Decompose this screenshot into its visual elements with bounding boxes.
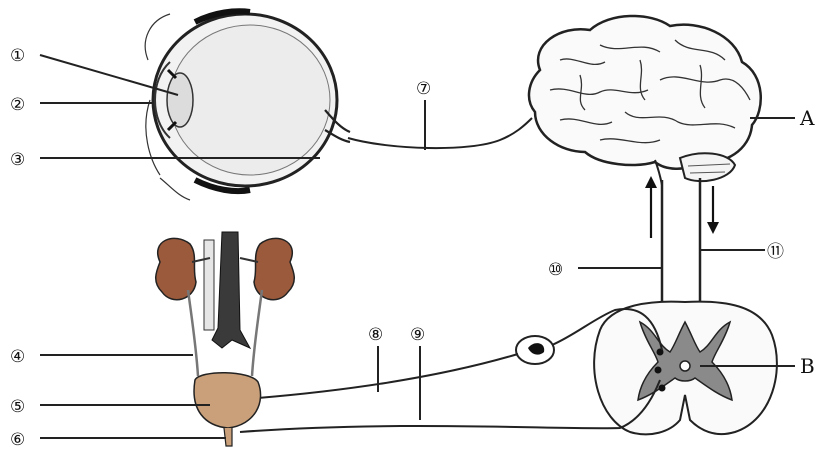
eye bbox=[145, 11, 350, 200]
bladder bbox=[194, 373, 261, 428]
label-6: ⑥ bbox=[10, 430, 25, 450]
label-4: ④ bbox=[10, 347, 25, 367]
spinal-cord-section bbox=[594, 302, 777, 435]
label-5: ⑤ bbox=[10, 397, 25, 417]
brain bbox=[529, 16, 761, 185]
aorta bbox=[212, 232, 250, 348]
neuron-dot-3 bbox=[659, 385, 666, 392]
cerebrum bbox=[529, 16, 761, 169]
label-B: B bbox=[800, 354, 815, 378]
label-9: ⑨ bbox=[410, 325, 425, 345]
label-1: ① bbox=[10, 46, 25, 66]
left-kidney bbox=[156, 238, 196, 299]
label-A: A bbox=[799, 106, 815, 130]
nerve-7 bbox=[348, 118, 532, 148]
right-ureter bbox=[252, 290, 262, 376]
label-3: ③ bbox=[10, 150, 25, 170]
label-2: ② bbox=[10, 95, 25, 115]
label-11: ⑪ bbox=[767, 242, 784, 262]
label-8: ⑧ bbox=[368, 325, 383, 345]
left-ureter bbox=[188, 290, 198, 376]
lens bbox=[167, 73, 193, 127]
nerve-8 bbox=[258, 354, 518, 398]
descending-arrow-head bbox=[707, 222, 719, 234]
right-kidney bbox=[254, 238, 294, 299]
ascending-arrow-head bbox=[645, 176, 657, 188]
neuron-dot-2 bbox=[655, 367, 662, 374]
label-10: ⑩ bbox=[548, 260, 563, 280]
retina bbox=[170, 25, 330, 175]
cerebellum bbox=[680, 153, 735, 181]
urinary-system bbox=[156, 232, 295, 446]
vena-cava bbox=[204, 240, 214, 330]
label-7: ⑦ bbox=[416, 79, 431, 99]
central-canal bbox=[680, 361, 690, 371]
